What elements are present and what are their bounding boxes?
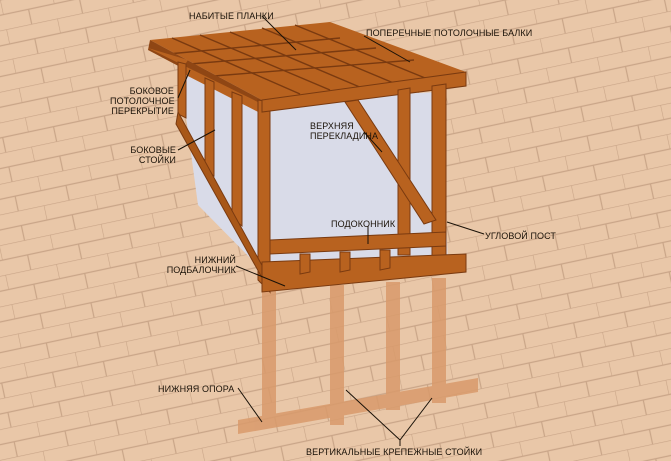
label-lower-sub-beam-line-1: НИЖНИЙ: [194, 255, 236, 265]
leader-lines: [177, 15, 485, 446]
support-shadow: [238, 278, 478, 434]
roof-battens: [167, 24, 431, 95]
label-upper-crossbar-line-2: ПЕРЕКЛАДИНА: [310, 131, 379, 141]
label-upper-crossbar: ВЕРХНЯЯ ПЕРЕКЛАДИНА: [310, 121, 378, 141]
label-vertical-fastening-posts: ВЕРТИКАЛЬНЫЕ КРЕПЕЖНЫЕ СТОЙКИ: [306, 447, 483, 457]
label-side-ceiling-overlap-line-3: ПЕРЕКРЫТИЕ: [111, 106, 174, 116]
label-side-ceiling-overlap-line-2: ПОТОЛОЧНОЕ: [110, 96, 175, 106]
label-side-ceiling-overlap: БОКОВОЕ ПОТОЛОЧНОЕ ПЕРЕКРЫТИЕ: [110, 86, 175, 116]
label-side-ceiling-overlap-line-1: БОКОВОЕ: [129, 86, 174, 96]
label-corner-post: УГЛОВОЙ ПОСТ: [485, 231, 557, 241]
front-frame: [261, 71, 467, 293]
label-sill: ПОДОКОННИК: [331, 219, 396, 229]
label-nailed-battens: НАБИТЫЕ ПЛАНКИ: [189, 11, 274, 21]
label-lower-sub-beam-line-2: ПОДБАЛОЧНИК: [166, 265, 236, 275]
label-upper-crossbar-line-1: ВЕРХНЯЯ: [310, 121, 354, 131]
side-base-beam: [175, 110, 271, 294]
label-cross-ceiling-beams: ПОПЕРЕЧНЫЕ ПОТОЛОЧНЫЕ БАЛКИ: [366, 28, 533, 38]
label-lower-sub-beam: НИЖНИЙ ПОДБАЛОЧНИК: [160, 255, 236, 275]
side-posts-geometry: [177, 61, 271, 294]
label-side-posts-line-1: БОКОВЫЕ: [130, 145, 176, 155]
label-side-posts-line-2: СТОЙКИ: [138, 155, 176, 165]
label-lower-support: НИЖНЯЯ ОПОРА: [158, 384, 235, 394]
label-side-posts: БОКОВЫЕ СТОЙКИ: [126, 145, 176, 165]
